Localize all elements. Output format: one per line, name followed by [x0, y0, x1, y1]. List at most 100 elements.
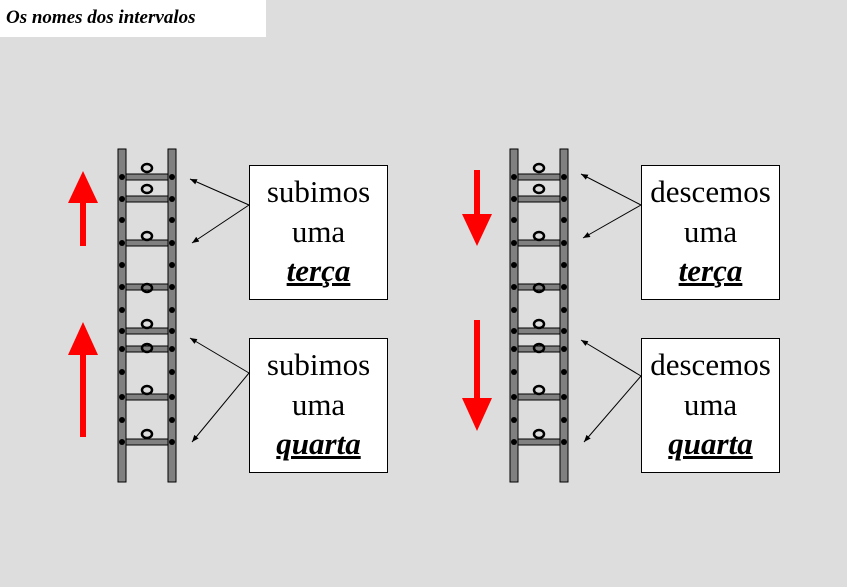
note-head — [532, 342, 546, 354]
rivet-dot — [119, 174, 125, 180]
pointer-line — [583, 375, 642, 443]
pointer-line — [580, 339, 642, 377]
box-interval: quarta — [668, 426, 753, 461]
rivet-dot — [561, 174, 567, 180]
rivet-dot — [511, 307, 517, 313]
rivet-dot — [169, 369, 175, 375]
box-interval: terça — [678, 253, 743, 288]
box-article: uma — [683, 387, 738, 422]
ladder-rail — [117, 148, 127, 483]
rivet-dot — [119, 417, 125, 423]
pointer-line — [580, 173, 642, 206]
note-head — [140, 428, 154, 440]
note-head — [532, 282, 546, 294]
box-verb: descemos — [650, 347, 771, 382]
note-head — [140, 342, 154, 354]
box-article: uma — [683, 214, 738, 249]
label-box-up-third: subimos uma terça — [249, 165, 388, 300]
note-head — [140, 162, 154, 174]
rivet-dot — [119, 307, 125, 313]
ladder-rung — [517, 173, 561, 181]
label-box-up-fourth: subimos uma quarta — [249, 338, 388, 473]
rivet-dot — [561, 262, 567, 268]
note-head — [532, 230, 546, 242]
note-head — [532, 428, 546, 440]
rivet-dot — [511, 174, 517, 180]
rivet-dot — [169, 439, 175, 445]
box-verb: descemos — [650, 174, 771, 209]
note-head — [140, 318, 154, 330]
rivet-dot — [561, 417, 567, 423]
rivet-dot — [119, 217, 125, 223]
pointer-line — [191, 372, 250, 443]
box-interval: terça — [286, 253, 351, 288]
rivet-dot — [169, 417, 175, 423]
rivet-dot — [119, 369, 125, 375]
box-article: uma — [291, 214, 346, 249]
rivet-dot — [561, 217, 567, 223]
note-head — [140, 282, 154, 294]
rivet-dot — [169, 174, 175, 180]
arrow-down-third — [462, 170, 492, 246]
box-verb: subimos — [266, 347, 371, 382]
box-verb: subimos — [266, 174, 371, 209]
rivet-dot — [119, 439, 125, 445]
note-head — [532, 384, 546, 396]
note-head — [532, 162, 546, 174]
page-title: Os nomes dos intervalos — [6, 7, 196, 28]
rivet-dot — [561, 307, 567, 313]
ladder-rung — [517, 195, 561, 203]
pointer-line — [582, 204, 642, 239]
ladder-rung — [125, 195, 169, 203]
rivet-dot — [511, 262, 517, 268]
rivet-dot — [119, 394, 125, 400]
rivet-dot — [511, 328, 517, 334]
rivet-dot — [169, 346, 175, 352]
rivet-dot — [169, 284, 175, 290]
rivet-dot — [561, 196, 567, 202]
rivet-dot — [561, 328, 567, 334]
note-head — [140, 183, 154, 195]
rivet-dot — [511, 369, 517, 375]
rivet-dot — [169, 240, 175, 246]
box-interval: quarta — [276, 426, 361, 461]
rivet-dot — [511, 417, 517, 423]
rivet-dot — [561, 394, 567, 400]
rivet-dot — [169, 196, 175, 202]
ladder-rung — [125, 173, 169, 181]
rivet-dot — [119, 328, 125, 334]
ladder-rung — [517, 438, 561, 446]
rivet-dot — [511, 284, 517, 290]
rivet-dot — [561, 346, 567, 352]
note-head — [140, 384, 154, 396]
rivet-dot — [511, 346, 517, 352]
rivet-dot — [119, 240, 125, 246]
ladder-rail — [167, 148, 177, 483]
ladder-left — [117, 148, 177, 483]
label-box-down-third: descemos uma terça — [641, 165, 780, 300]
ladder-right — [509, 148, 569, 483]
pointer-line — [189, 178, 250, 206]
pointer-line — [189, 337, 250, 374]
ladder-rail — [509, 148, 519, 483]
rivet-dot — [511, 240, 517, 246]
rivet-dot — [511, 217, 517, 223]
note-head — [140, 230, 154, 242]
rivet-dot — [561, 439, 567, 445]
pointer-line — [191, 204, 250, 244]
rivet-dot — [169, 307, 175, 313]
rivet-dot — [511, 196, 517, 202]
rivet-dot — [561, 240, 567, 246]
rivet-dot — [119, 262, 125, 268]
rivet-dot — [169, 262, 175, 268]
ladder-rung — [125, 438, 169, 446]
rivet-dot — [169, 328, 175, 334]
rivet-dot — [561, 369, 567, 375]
rivet-dot — [511, 394, 517, 400]
ladder-rail — [559, 148, 569, 483]
rivet-dot — [561, 284, 567, 290]
note-head — [532, 183, 546, 195]
label-box-down-fourth: descemos uma quarta — [641, 338, 780, 473]
arrow-up-fourth — [68, 322, 98, 437]
